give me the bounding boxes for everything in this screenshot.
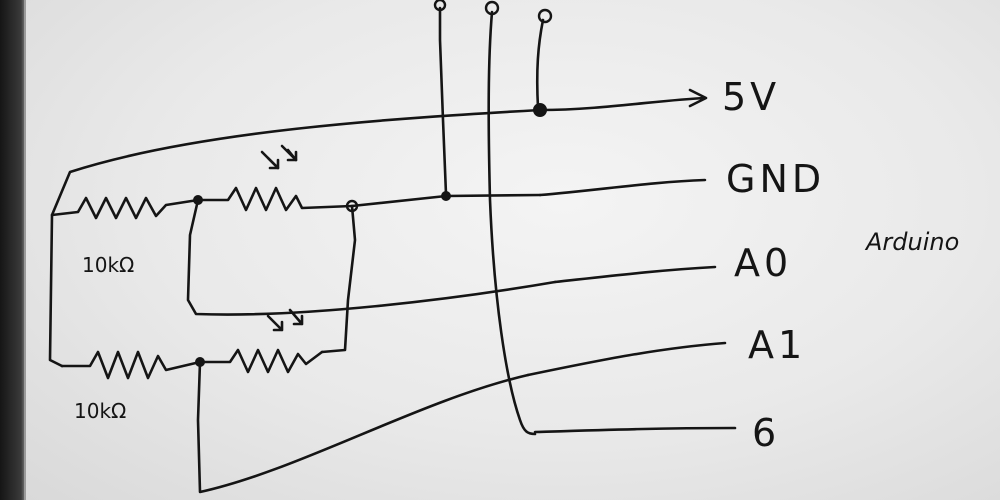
- lead-right: [535, 18, 545, 110]
- wire-a0: [553, 265, 717, 284]
- arrow-5v: [688, 88, 708, 108]
- junction-dot: [345, 199, 359, 213]
- junction-dot: [193, 195, 203, 205]
- paper-sheet: [24, 0, 1000, 500]
- resistor-bottom: [60, 350, 202, 380]
- pin-label-a1: A1: [748, 323, 806, 367]
- terminal-open: [433, 0, 447, 12]
- pin-label-d6: 6: [752, 411, 780, 455]
- light-arrows-top: [266, 148, 298, 170]
- junction-dot: [533, 103, 547, 117]
- resistor-top: [50, 196, 200, 220]
- resistor-label-top: 10kΩ: [82, 253, 134, 277]
- light-arrows-bottom: [266, 308, 304, 332]
- resistor-label-bottom: 10kΩ: [74, 399, 126, 423]
- wire-a1: [526, 341, 727, 377]
- lead-middle: [487, 10, 537, 436]
- wire-gnd: [538, 178, 707, 197]
- pin-label-a0: A0: [734, 241, 792, 285]
- wire-top-rail: [48, 108, 542, 368]
- pin-label-gnd: GND: [726, 157, 825, 201]
- wire-5v: [538, 96, 707, 112]
- terminal-open: [484, 0, 500, 16]
- junction-dot: [195, 357, 205, 367]
- pin-label-5v: 5V: [722, 75, 780, 119]
- junction-dot: [441, 191, 451, 201]
- board-label: Arduino: [864, 228, 959, 256]
- wire-loop: [186, 198, 557, 316]
- terminal-open: [537, 8, 553, 24]
- wire-right-rail: [320, 204, 357, 354]
- light-arrows-top-stems: [260, 144, 298, 170]
- sensor-bottom: [198, 348, 324, 374]
- wire-d6: [533, 426, 737, 434]
- sensor-top: [196, 186, 354, 212]
- wire-bottom-to-a1: [196, 360, 530, 494]
- lead-left: [438, 6, 448, 196]
